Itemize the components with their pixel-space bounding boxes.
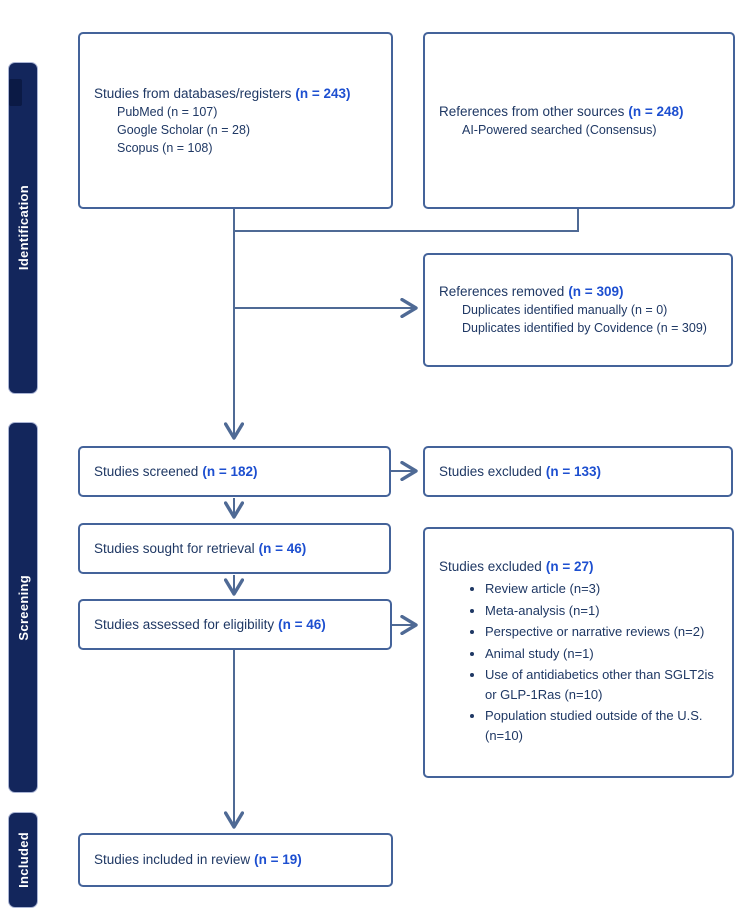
box-sought: Studies sought for retrieval(n = 46)	[78, 523, 391, 574]
box-sought-title: Studies sought for retrieval(n = 46)	[94, 540, 306, 558]
box-references-removed: References removed(n = 309) Duplicates i…	[423, 253, 733, 367]
box-assessed-text: Studies assessed for eligibility	[94, 616, 275, 632]
box-screened: Studies screened(n = 182)	[78, 446, 391, 497]
box-screened-title: Studies screened(n = 182)	[94, 463, 257, 481]
list-item: Animal study (n=1)	[485, 644, 724, 664]
connector-other-sources-elbow	[234, 209, 579, 232]
list-item: Duplicates identified manually (n = 0)	[462, 303, 668, 317]
box-databases-items: PubMed (n = 107) Google Scholar (n = 28) S…	[94, 103, 250, 157]
box-databases-count: (n = 243)	[295, 85, 351, 101]
box-references-removed-title: References removed(n = 309)	[439, 283, 623, 301]
list-item: Duplicates identified by Covidence (n = …	[462, 321, 707, 335]
list-item: Scopus (n = 108)	[117, 140, 213, 155]
box-excluded-eligibility-text: Studies excluded	[439, 559, 542, 574]
box-screened-text: Studies screened	[94, 463, 199, 479]
list-item: Meta-analysis (n=1)	[485, 601, 724, 621]
box-other-sources-title: References from other sources(n = 248)	[439, 103, 684, 121]
box-sought-text: Studies sought for retrieval	[94, 540, 255, 556]
box-databases-title: Studies from databases/registers(n = 243…	[94, 85, 351, 103]
list-item: PubMed (n = 107)	[117, 104, 218, 119]
box-references-removed-text: References removed	[439, 284, 565, 299]
box-other-sources: References from other sources(n = 248) A…	[423, 32, 735, 209]
list-item: Review article (n=3)	[485, 579, 724, 599]
box-excluded-eligibility-count: (n = 27)	[545, 559, 594, 574]
box-included: Studies included in review(n = 19)	[78, 833, 393, 887]
box-databases: Studies from databases/registers(n = 243…	[78, 32, 393, 209]
box-included-title: Studies included in review(n = 19)	[94, 851, 302, 869]
list-item: AI-Powered searched (Consensus)	[462, 122, 657, 137]
stage-bar-screening: Screening	[8, 422, 38, 793]
list-item: Use of antidiabetics other than SGLT2is …	[485, 665, 724, 704]
box-screened-count: (n = 182)	[202, 463, 258, 479]
box-references-removed-items: Duplicates identified manually (n = 0) Du…	[439, 301, 707, 337]
stage-bar-notch	[9, 79, 22, 106]
stage-bar-identification: Identification	[8, 62, 38, 394]
box-other-sources-text: References from other sources	[439, 103, 625, 119]
box-excluded-screening-title: Studies excluded(n = 133)	[439, 463, 601, 481]
list-item: Perspective or narrative reviews (n=2)	[485, 622, 724, 642]
stage-label-identification: Identification	[15, 185, 31, 271]
box-assessed-title: Studies assessed for eligibility(n = 46)	[94, 616, 326, 634]
box-excluded-screening-count: (n = 133)	[545, 463, 601, 479]
box-excluded-screening-text: Studies excluded	[439, 463, 542, 479]
stage-label-included: Included	[15, 832, 31, 888]
list-item: Population studied outside of the U.S. (…	[485, 706, 724, 745]
box-included-count: (n = 19)	[254, 852, 302, 867]
stage-bar-included: Included	[8, 812, 38, 908]
box-excluded-screening: Studies excluded(n = 133)	[423, 446, 733, 497]
box-excluded-eligibility-bullets: Review article (n=3)Meta-analysis (n=1)P…	[439, 579, 724, 747]
list-item: Google Scholar (n = 28)	[117, 122, 251, 137]
box-assessed: Studies assessed for eligibility(n = 46)	[78, 599, 392, 650]
box-assessed-count: (n = 46)	[278, 616, 326, 632]
box-excluded-eligibility: Studies excluded(n = 27) Review article …	[423, 527, 734, 778]
box-excluded-eligibility-title: Studies excluded(n = 27)	[439, 558, 593, 576]
box-references-removed-count: (n = 309)	[568, 284, 624, 299]
box-included-text: Studies included in review	[94, 852, 251, 867]
box-other-sources-items: AI-Powered searched (Consensus)	[439, 121, 657, 139]
stage-label-screening: Screening	[15, 574, 31, 641]
box-databases-text: Studies from databases/registers	[94, 85, 292, 101]
box-sought-count: (n = 46)	[258, 540, 307, 556]
box-other-sources-count: (n = 248)	[628, 103, 684, 119]
